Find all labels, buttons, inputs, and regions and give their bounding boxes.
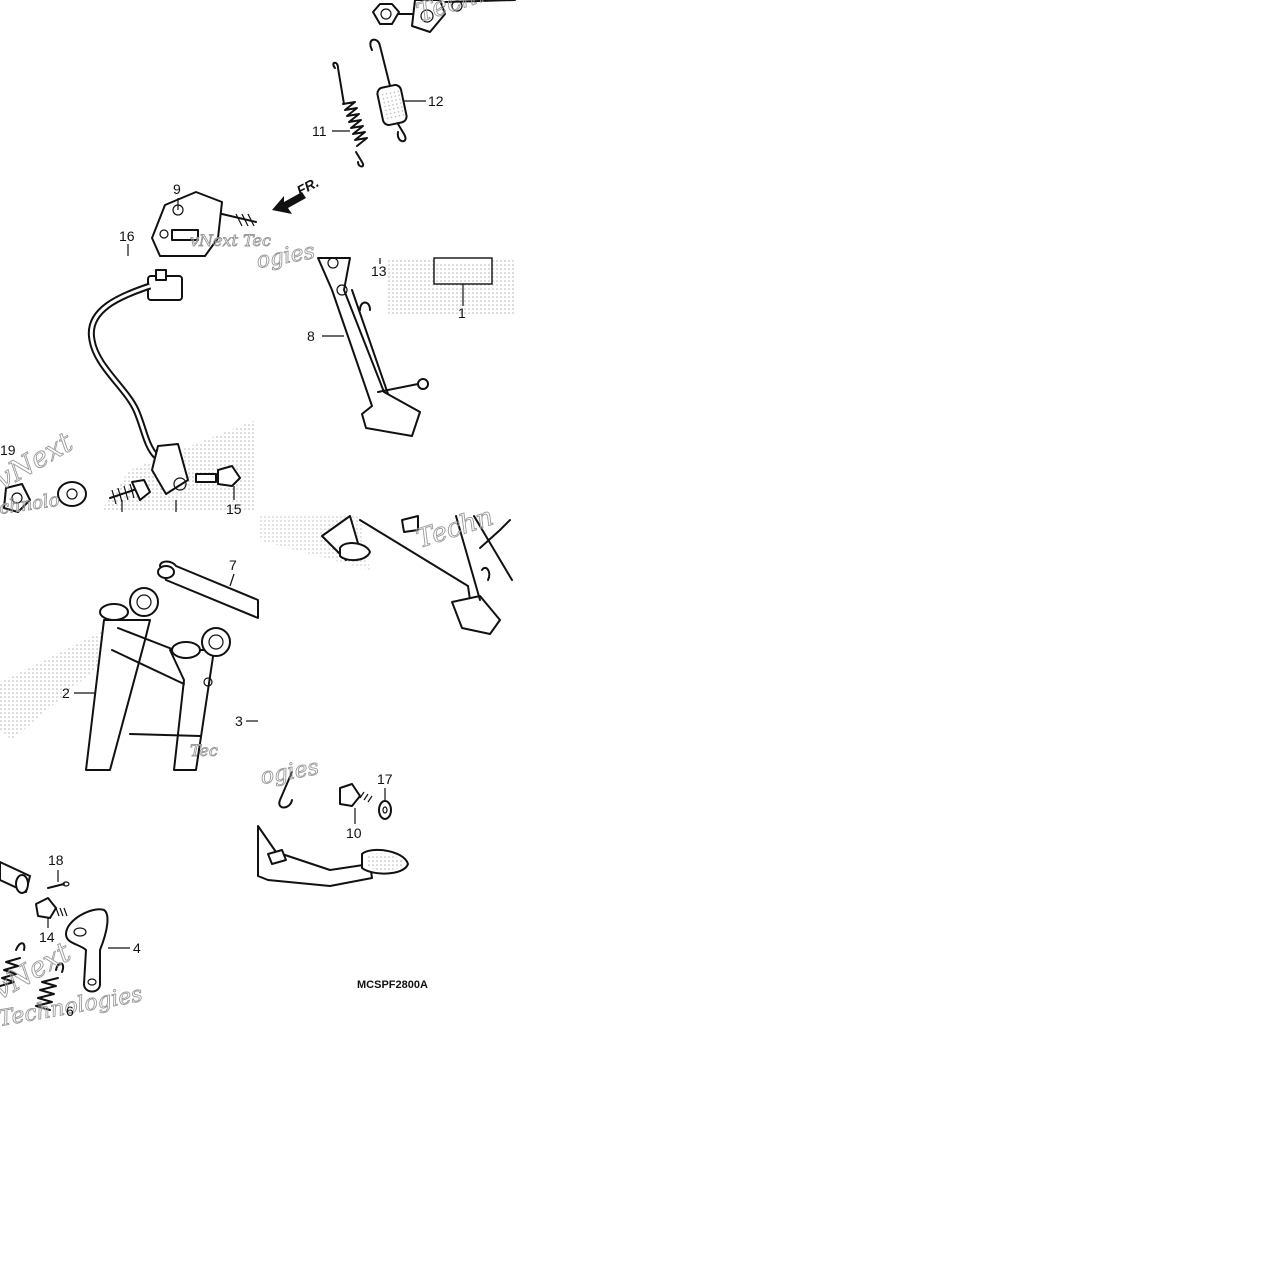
tile-bracket — [0, 861, 109, 1011]
callouts: 1 2 3 4 6 7 8 9 10 11 12 13 14 15 16 17 … — [0, 93, 466, 1019]
callout-15: 15 — [226, 501, 242, 517]
tile-main-stand — [0, 560, 259, 771]
callout-6: 6 — [66, 1003, 74, 1019]
main-stand-2 — [85, 587, 231, 771]
callout-17: 17 — [377, 771, 393, 787]
bolt-14 — [35, 897, 68, 919]
callout-13: 13 — [371, 263, 387, 279]
bracket-4 — [65, 908, 109, 993]
brake-pedal — [257, 825, 409, 887]
callout-4: 4 — [133, 940, 141, 956]
side-stand-8 — [317, 257, 429, 437]
sidestand-switch-harness — [87, 269, 241, 495]
callout-16: 16 — [119, 228, 135, 244]
top-nut — [372, 0, 516, 33]
tile-stand-feet — [258, 515, 513, 635]
pin-18 — [47, 881, 70, 889]
callout-3: 3 — [235, 713, 243, 729]
callout-10: 10 — [346, 825, 362, 841]
washer-17 — [378, 800, 392, 820]
spring-6 — [0, 942, 65, 1011]
callout-7: 7 — [229, 557, 237, 573]
watermark-text: vNext Tec — [190, 231, 271, 250]
diagram-code: MCSPF2800A — [357, 979, 428, 991]
callout-12: 12 — [428, 93, 444, 109]
watermark-text: Tec — [190, 741, 218, 760]
callout-19: 19 — [0, 442, 16, 458]
watermark-text: Techno — [413, 0, 512, 29]
tile-pedal — [257, 771, 409, 887]
tile-springs: FR. — [151, 0, 516, 257]
leader-lines — [47, 100, 426, 949]
callout-8: 8 — [307, 328, 315, 344]
callout-14: 14 — [39, 929, 55, 945]
front-direction-arrow: FR. — [272, 174, 321, 214]
callout-18: 18 — [48, 852, 64, 868]
callout-2: 2 — [62, 685, 70, 701]
watermark-text: Techn — [413, 502, 497, 555]
bolt-10 — [339, 783, 373, 807]
pipe-end — [0, 861, 31, 894]
collar-bolt — [57, 479, 151, 507]
tile-switch — [3, 269, 256, 513]
pivot-shaft-7 — [157, 560, 259, 619]
spring-12 — [369, 38, 408, 143]
spring-11 — [332, 61, 368, 168]
callout-11: 11 — [312, 123, 327, 139]
tile-sidestand — [317, 257, 516, 437]
callout-1: 1 — [458, 305, 466, 321]
bolt-19 — [3, 483, 31, 513]
watermark-layer: Techno vNext Tec ogies vNext chnolo Tech… — [0, 0, 512, 1032]
watermark-text: ogies — [259, 755, 321, 790]
callout-9: 9 — [173, 181, 181, 197]
